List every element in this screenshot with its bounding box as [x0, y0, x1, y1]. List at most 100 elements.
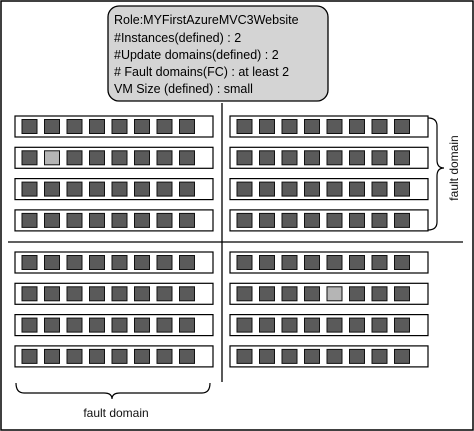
vm-slot	[111, 212, 128, 228]
vm-slot	[156, 212, 173, 228]
vm-slot	[394, 119, 410, 134]
vm-slot	[66, 348, 83, 364]
vm-slot	[349, 150, 365, 166]
vm-slot	[111, 119, 128, 134]
vm-slot	[394, 348, 410, 364]
vm-slot	[89, 212, 105, 228]
vm-slot	[21, 317, 38, 333]
vm-slot	[156, 286, 173, 302]
vm-slot	[44, 348, 60, 364]
vm-slot	[111, 255, 128, 270]
vm-slot	[21, 181, 38, 197]
vm-slot	[371, 255, 388, 270]
vm-slot	[179, 286, 195, 302]
right-brace	[427, 117, 445, 231]
vm-instance-slot-highlighted	[326, 286, 343, 302]
vm-slot	[394, 150, 410, 166]
vm-slot	[21, 255, 38, 270]
vm-slot	[259, 255, 275, 270]
vm-slot	[326, 317, 343, 333]
vm-slot	[281, 119, 298, 134]
vm-slot	[281, 181, 298, 197]
vm-slot	[89, 150, 105, 166]
vm-slot	[304, 181, 320, 197]
vm-slot	[21, 150, 38, 166]
vm-slot	[281, 348, 298, 364]
vm-slot	[21, 286, 38, 302]
vm-slot	[259, 348, 275, 364]
vm-slot	[371, 348, 388, 364]
vm-slot	[156, 348, 173, 364]
vm-slot	[394, 212, 410, 228]
fault-domain-label-right: fault domain	[447, 135, 461, 200]
vm-slot	[156, 317, 173, 333]
vm-slot	[134, 286, 150, 302]
vm-slot	[371, 212, 388, 228]
vm-slot	[21, 212, 38, 228]
vm-slot	[349, 181, 365, 197]
vm-slot	[371, 119, 388, 134]
vm-slot	[179, 348, 195, 364]
server-grid	[14, 115, 429, 368]
vm-slot	[259, 181, 275, 197]
vm-slot	[281, 255, 298, 270]
callout-line-instances: #Instances(defined) : 2	[114, 31, 241, 45]
vm-slot	[89, 348, 105, 364]
vm-slot	[134, 119, 150, 134]
vm-slot	[156, 255, 173, 270]
vm-slot	[371, 150, 388, 166]
vm-slot	[66, 317, 83, 333]
vm-slot	[281, 212, 298, 228]
vm-slot	[371, 181, 388, 197]
vm-slot	[156, 181, 173, 197]
vm-slot	[89, 255, 105, 270]
vm-slot	[349, 119, 365, 134]
vm-slot	[156, 150, 173, 166]
vm-slot	[111, 348, 128, 364]
vm-slot	[281, 150, 298, 166]
vm-slot	[111, 181, 128, 197]
vm-slot	[179, 212, 195, 228]
vm-slot	[259, 317, 275, 333]
callout-line-update-domains: #Update domains(defined) : 2	[114, 48, 279, 62]
vm-slot	[304, 286, 320, 302]
vm-slot	[236, 119, 253, 134]
vm-slot	[281, 286, 298, 302]
vm-slot	[89, 119, 105, 134]
vm-slot	[111, 286, 128, 302]
vm-slot	[259, 212, 275, 228]
vm-slot	[281, 317, 298, 333]
vm-slot	[236, 286, 253, 302]
vm-slot	[326, 181, 343, 197]
vm-slot	[134, 181, 150, 197]
vm-slot	[179, 317, 195, 333]
vm-slot	[179, 150, 195, 166]
vm-slot	[179, 181, 195, 197]
vm-slot	[66, 119, 83, 134]
vm-slot	[44, 212, 60, 228]
vm-slot	[111, 317, 128, 333]
vm-slot	[304, 317, 320, 333]
callout-line-vm-size: VM Size (defined) : small	[114, 82, 253, 96]
callout-line-fault-domains: # Fault domains(FC) : at least 2	[114, 65, 289, 79]
fault-domain-label-bottom: fault domain	[83, 406, 148, 420]
vm-slot	[259, 119, 275, 134]
vm-slot	[66, 212, 83, 228]
vm-slot	[134, 348, 150, 364]
vm-slot	[326, 150, 343, 166]
vm-slot	[304, 255, 320, 270]
vm-slot	[304, 150, 320, 166]
vm-slot	[371, 317, 388, 333]
callout-line-role: Role:MYFirstAzureMVC3Website	[114, 13, 299, 27]
vm-slot	[259, 150, 275, 166]
vm-slot	[349, 317, 365, 333]
vm-slot	[66, 286, 83, 302]
callout-box	[107, 5, 329, 102]
vm-slot	[44, 286, 60, 302]
vm-slot	[134, 150, 150, 166]
vm-slot	[89, 181, 105, 197]
vm-slot	[304, 119, 320, 134]
vm-slot	[326, 348, 343, 364]
vm-slot	[394, 286, 410, 302]
